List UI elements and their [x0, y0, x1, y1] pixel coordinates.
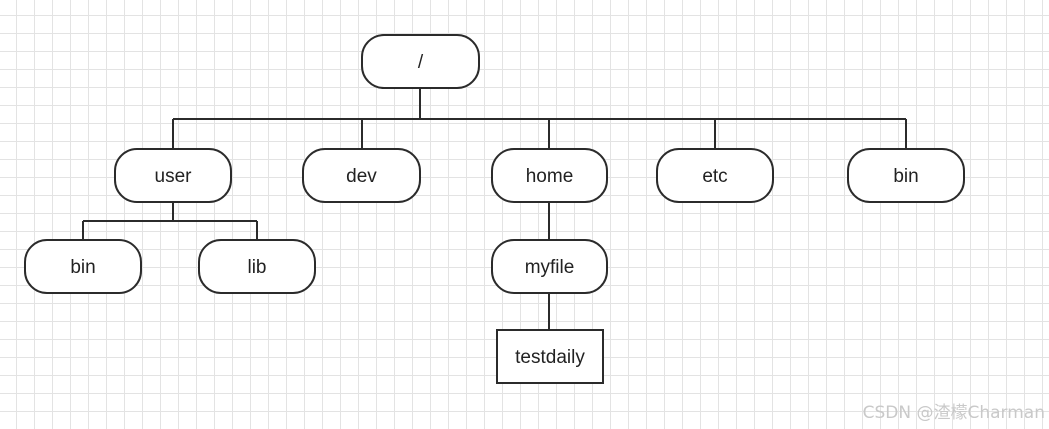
node-dev-label: dev [346, 166, 377, 187]
node-testdaily-box [496, 329, 604, 384]
node-root-box [361, 34, 480, 89]
node-user-bin-label: bin [70, 257, 95, 278]
node-dev: dev [302, 148, 421, 203]
node-etc-label: etc [702, 166, 727, 187]
node-bin-label: bin [893, 166, 918, 187]
node-etc: etc [656, 148, 774, 203]
node-user-lib-label: lib [247, 257, 266, 278]
node-myfile-box [491, 239, 608, 294]
node-user-bin-box [24, 239, 142, 294]
watermark-text: CSDN @渣檬Charman [862, 403, 1045, 423]
node-testdaily-label: testdaily [515, 347, 585, 368]
node-user-lib-box [198, 239, 316, 294]
node-user: user [114, 148, 232, 203]
node-user-label: user [155, 166, 193, 187]
node-etc-box [656, 148, 774, 203]
connectors [82, 88, 907, 330]
node-myfile-label: myfile [525, 257, 575, 278]
node-user-box [114, 148, 232, 203]
node-testdaily: testdaily [496, 329, 604, 384]
node-dev-box [302, 148, 421, 203]
node-user-lib: lib [198, 239, 316, 294]
node-home: home [491, 148, 608, 203]
node-bin-box [847, 148, 965, 203]
node-home-label: home [526, 166, 574, 187]
node-home-box [491, 148, 608, 203]
node-user-bin: bin [24, 239, 142, 294]
node-root: / [361, 34, 480, 89]
node-root-label: / [418, 52, 424, 73]
node-myfile: myfile [491, 239, 608, 294]
node-bin: bin [847, 148, 965, 203]
